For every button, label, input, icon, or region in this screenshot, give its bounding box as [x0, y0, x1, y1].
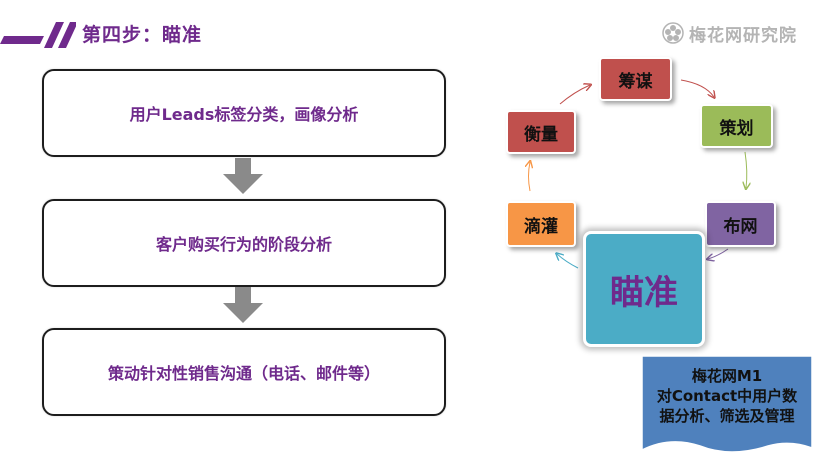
callout-line-3: 据分析、筛选及管理	[659, 407, 795, 425]
step-label: 客户购买行为的阶段分析	[155, 235, 332, 254]
title-slash-decoration	[0, 22, 76, 48]
plum-flower-icon	[662, 22, 684, 44]
arrow-diguan-to-hengliang	[529, 162, 531, 192]
m1-callout: 梅花网M1 对Contact中用户数 据分析、筛选及管理	[640, 366, 814, 426]
arrow-hengliang-to-chouhua	[559, 85, 590, 105]
callout-line-2: 对Contact中用户数	[656, 387, 798, 405]
cycle-node-diguan: 滴灌	[506, 201, 576, 247]
callout-line-1: 梅花网M1	[691, 367, 763, 385]
arrow-cehua-to-buwang	[745, 151, 747, 188]
arrow-buwang-to-center	[708, 248, 729, 259]
brand-logo: 梅花网研究院	[662, 20, 797, 46]
step-box-purchase-stage: 客户购买行为的阶段分析	[42, 199, 446, 287]
page-title: 第四步：瞄准	[82, 24, 203, 46]
down-arrow-icon	[223, 287, 263, 323]
brand-name: 梅花网研究院	[689, 25, 797, 46]
arrow-center-to-diguan	[557, 254, 579, 269]
cycle-center-miaozhun: 瞄准	[583, 231, 705, 347]
step-box-sales-communication: 策动针对性销售沟通（电话、邮件等）	[42, 328, 446, 416]
arrow-chouhua-to-cehua	[680, 79, 714, 97]
step-label: 策动针对性销售沟通（电话、邮件等）	[107, 364, 380, 383]
step-label: 用户Leads标签分类，画像分析	[129, 105, 359, 124]
cycle-node-hengliang: 衡量	[506, 110, 576, 154]
cycle-node-chouhua: 筹谋	[599, 57, 672, 101]
m1-callout-shape	[641, 355, 813, 453]
down-arrow-icon	[223, 158, 263, 194]
cycle-node-cehua: 策划	[700, 104, 773, 148]
step-box-leads-tagging: 用户Leads标签分类，画像分析	[42, 69, 446, 157]
cycle-node-buwang: 布网	[705, 201, 776, 247]
